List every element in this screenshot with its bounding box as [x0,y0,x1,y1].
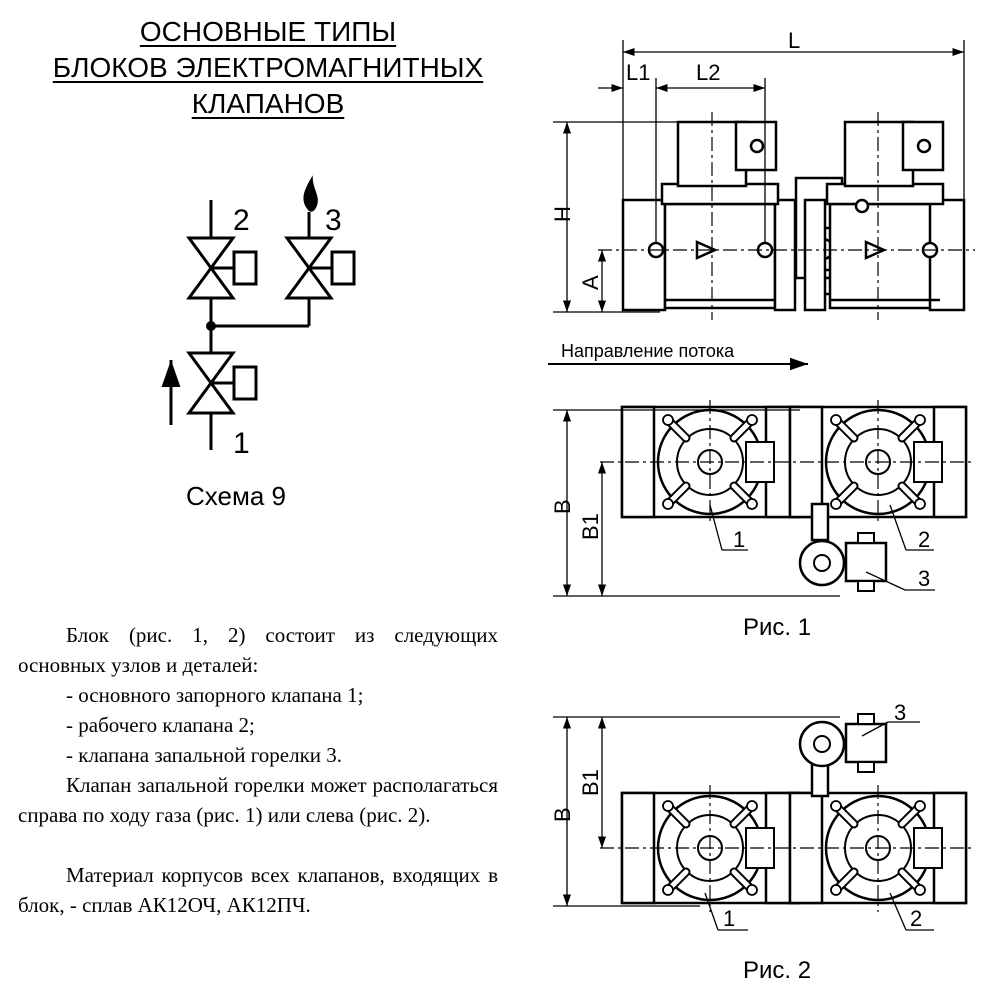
fig2-dimensions [553,716,934,931]
dimension-lines [553,40,965,313]
dim-H-label: H [550,206,575,222]
dim-L-label: L [788,28,800,53]
title-line-1: ОСНОВНЫЕ ТИПЫ [139,16,397,47]
fig1-callout-3: 3 [918,566,930,591]
fig1-callout-1: 1 [733,527,745,552]
fig1-dimensions [553,409,935,597]
dim-L1-label: L1 [626,60,650,85]
fig2-dim-B-label: B [550,807,575,822]
dim-A-label: A [578,275,603,290]
side-view-drawing [621,120,966,312]
description-text: Блок (рис. 1, 2) состоит из следующих ос… [18,620,498,920]
schema-node-2: 2 [233,204,250,237]
fig2-callout-3: 3 [894,700,906,725]
list-item: - клапана запальной горелки 3. [66,743,343,767]
page-title: ОСНОВНЫЕ ТИПЫ БЛОКОВ ЭЛЕКТРОМАГНИТНЫХ КЛ… [0,14,536,122]
schema-node-1: 1 [233,427,250,460]
fig1-dim-B1-label: B1 [578,513,603,540]
list-item: - основного запорного клапана 1; [66,683,364,707]
paragraph-composition: Блок (рис. 1, 2) состоит из следующих ос… [18,623,498,677]
fig2-dim-B1-label: B1 [578,769,603,796]
title-line-2: БЛОКОВ ЭЛЕКТРОМАГНИТНЫХ [52,52,484,83]
side-view-centerlines [598,112,975,320]
title-line-3: КЛАПАНОВ [191,88,345,119]
fig1-drawing [600,400,975,593]
fig1-dim-B-label: B [550,499,575,514]
fig2-callout-2: 2 [910,906,922,931]
fig1-callout-2: 2 [918,527,930,552]
dim-L2-label: L2 [696,60,720,85]
paragraph-pilot-location: Клапан запальной горелки может располага… [18,773,498,827]
schema-9-diagram [161,175,356,450]
list-item: - рабочего клапана 2; [66,713,255,737]
schema-node-3: 3 [325,204,342,237]
fig2-callout-1: 1 [723,906,735,931]
fig2-drawing [600,712,975,912]
schema-junction-dot [206,321,216,331]
flow-direction-label: Направление потока [561,341,735,361]
fig2-caption: Рис. 2 [743,957,811,984]
schema-caption: Схема 9 [186,481,286,511]
paragraph-material: Материал корпусов всех клапанов, входящи… [18,863,498,917]
fig1-caption: Рис. 1 [743,614,811,641]
